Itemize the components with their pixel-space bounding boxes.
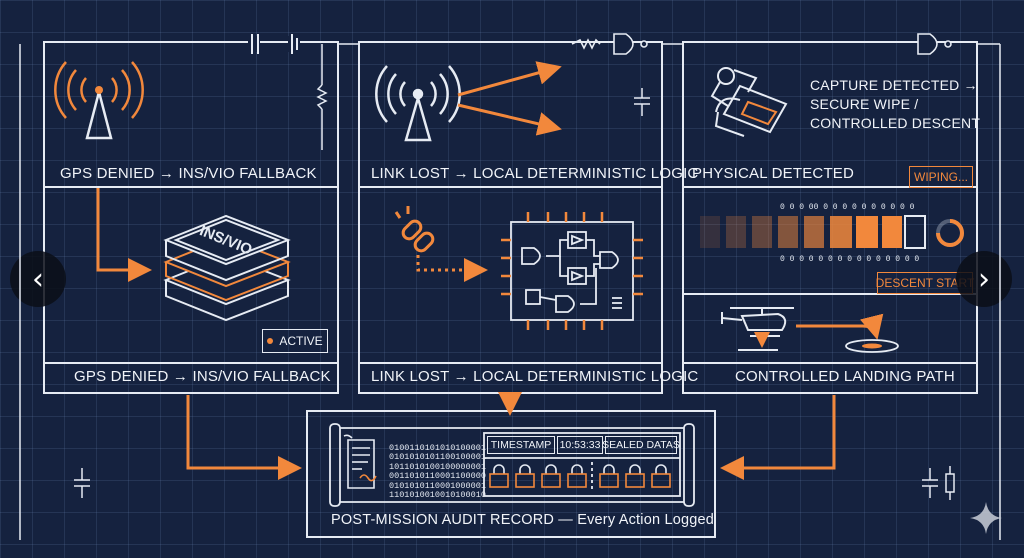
lock-icon bbox=[489, 464, 509, 488]
scroll-document-icon bbox=[343, 434, 377, 489]
lock-icon bbox=[567, 464, 587, 488]
sparkle-icon bbox=[970, 502, 1002, 534]
audit-scroll-frame bbox=[329, 423, 695, 507]
dotted-link-arrow bbox=[416, 255, 488, 282]
landing-path-arrow bbox=[796, 313, 884, 340]
link-panel-divider-top bbox=[358, 186, 663, 188]
timestamp-value: 10:53:33 bbox=[557, 436, 603, 454]
svg-text:0 0 0 00 0 0 0 0 0 0 0 0 0 0: 0 0 0 00 0 0 0 0 0 0 0 0 0 0 bbox=[780, 203, 915, 212]
helicopter-icon bbox=[721, 307, 794, 351]
capture-panel-divider-mid bbox=[682, 293, 978, 295]
binary-line: 0101010110001000001 bbox=[389, 480, 486, 491]
capture-to-audit-arrow bbox=[720, 395, 836, 480]
physical-detected-caption: PHYSICAL DETECTED bbox=[692, 165, 855, 182]
link-bottom-caption: LINK LOST → LOCAL DETERMINISTIC LOGIC bbox=[371, 368, 699, 385]
lock-icon bbox=[651, 464, 671, 488]
capture-detected-panel bbox=[682, 41, 978, 394]
sealed-data-label: SEALED DATAS bbox=[602, 436, 680, 454]
controlled-landing-caption: CONTROLLED LANDING PATH bbox=[735, 368, 955, 385]
chip-icon: INS/VIO bbox=[163, 214, 291, 322]
capacitor-symbol bbox=[634, 88, 650, 116]
capture-message-line-1: CAPTURE DETECTED → bbox=[810, 77, 978, 93]
circuit-board-icon bbox=[501, 212, 643, 330]
gps-to-audit-arrow bbox=[186, 395, 302, 480]
robot-arm-icon bbox=[710, 67, 788, 137]
gps-panel-divider-top bbox=[43, 186, 339, 188]
active-indicator-dot bbox=[267, 338, 274, 344]
antenna-icon bbox=[54, 61, 144, 140]
capture-panel-divider-bottom bbox=[682, 362, 978, 364]
capture-panel-divider-top bbox=[682, 186, 978, 188]
wipe-progress-bar bbox=[700, 215, 926, 249]
audit-record-caption: POST-MISSION AUDIT RECORD — Every Action… bbox=[331, 512, 715, 528]
binary-line: 0101010101100100001 bbox=[389, 452, 486, 462]
link-panel-divider-bottom bbox=[358, 362, 663, 364]
logic-gate-icon bbox=[571, 33, 952, 55]
binary-line: 1101010010010100010 bbox=[389, 490, 486, 500]
capacitor-icon bbox=[248, 34, 300, 54]
bottom-capacitor-symbols bbox=[74, 466, 955, 500]
capture-message-line-2: SECURE WIPE / bbox=[810, 96, 919, 112]
active-status-badge: ACTIVE bbox=[262, 329, 328, 353]
binary-line: 1011010100100000001 bbox=[389, 461, 486, 472]
gps-bottom-caption: GPS DENIED → INS/VIO FALLBACK bbox=[74, 368, 331, 385]
capture-message-line-3: CONTROLLED DESCENT bbox=[810, 115, 981, 131]
link-top-caption: LINK LOST → LOCAL DETERMINISTIC LOGIC bbox=[371, 165, 699, 182]
gps-to-chip-arrow bbox=[96, 188, 152, 282]
resistor-icon bbox=[316, 44, 328, 150]
loading-ring-icon bbox=[936, 219, 964, 247]
next-slide-button[interactable]: › bbox=[956, 251, 1012, 307]
top-circuit-wiring bbox=[19, 43, 1001, 540]
gps-fallback-panel bbox=[43, 41, 339, 394]
binary-line: 0011010110001100000 bbox=[389, 471, 486, 481]
landing-pad-icon bbox=[845, 339, 899, 353]
broken-link-icon bbox=[394, 206, 435, 253]
gps-panel-divider-bottom bbox=[43, 362, 339, 364]
gps-top-caption: GPS DENIED → INS/VIO FALLBACK bbox=[60, 165, 317, 182]
timestamp-label: TIMESTAMP bbox=[487, 436, 555, 454]
svg-text:0 0 0 0 0 0 0 0 0 0 0 0 0 0 0: 0 0 0 0 0 0 0 0 0 0 0 0 0 0 0 bbox=[780, 255, 919, 264]
antenna-icon bbox=[375, 65, 461, 142]
lock-icon bbox=[625, 464, 645, 488]
lock-icon bbox=[515, 464, 535, 488]
wiping-status-badge: WIPING... bbox=[909, 166, 973, 188]
binary-dots: 0 0 0 00 0 0 0 0 0 0 0 0 0 0 0 0 0 0 0 0… bbox=[780, 203, 919, 264]
lock-icon bbox=[599, 464, 619, 488]
lock-icon bbox=[541, 464, 561, 488]
binary-line: 0100110101010100001 bbox=[389, 442, 486, 453]
signal-arrows bbox=[457, 61, 562, 136]
active-status-text: ACTIVE bbox=[279, 334, 323, 348]
lock-icons bbox=[489, 464, 671, 488]
